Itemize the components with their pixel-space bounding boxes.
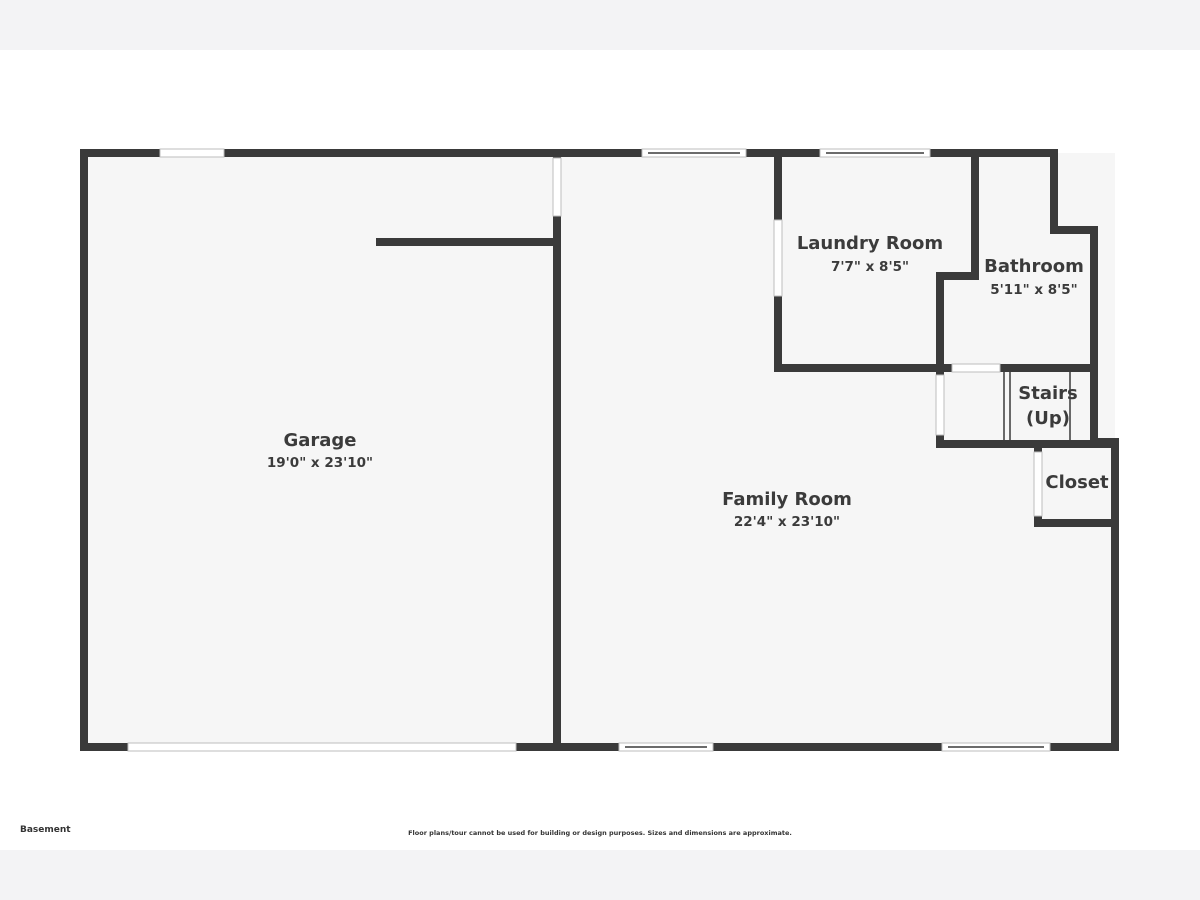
laundry-doorway <box>773 219 783 297</box>
stairs-floor <box>940 368 1093 444</box>
floor-label: Basement <box>20 825 71 835</box>
floor-plan-sheet: Garage 19'0" x 23'10" Family Room 22'4" … <box>0 50 1200 850</box>
garage-window-top <box>159 148 225 158</box>
garage-family-doorway <box>552 157 562 217</box>
disclaimer-text: Floor plans/tour cannot be used for buil… <box>408 829 792 837</box>
laundry-room-dimensions: 7'7" x 8'5" <box>831 259 909 275</box>
floor-plan-diagram: Garage 19'0" x 23'10" Family Room 22'4" … <box>80 148 1119 752</box>
stairs-doorway <box>935 374 945 436</box>
bathroom-dimensions: 5'11" x 8'5" <box>990 282 1077 298</box>
bathroom-floor <box>975 153 1093 368</box>
garage-floor <box>84 153 557 747</box>
garage-door-bottom <box>127 742 517 752</box>
floor-fills <box>84 153 1115 747</box>
bathroom-doorway <box>951 363 1001 373</box>
stair-treads <box>1003 372 1071 440</box>
stairs-name: Stairs <box>1018 383 1077 404</box>
family-room-name: Family Room <box>722 489 852 510</box>
garage-dimensions: 19'0" x 23'10" <box>267 455 373 471</box>
closet-name: Closet <box>1045 472 1109 493</box>
laundry-room-name: Laundry Room <box>797 233 943 254</box>
stairs-direction: (Up) <box>1026 408 1070 429</box>
laundry-bath-wall <box>936 149 979 448</box>
garage-name: Garage <box>283 430 356 451</box>
openings <box>127 148 1051 752</box>
bathroom-name: Bathroom <box>984 256 1084 277</box>
room-labels: Garage 19'0" x 23'10" Family Room 22'4" … <box>267 233 1109 530</box>
family-room-dimensions: 22'4" x 23'10" <box>734 514 840 530</box>
closet-doorway <box>1033 451 1043 517</box>
